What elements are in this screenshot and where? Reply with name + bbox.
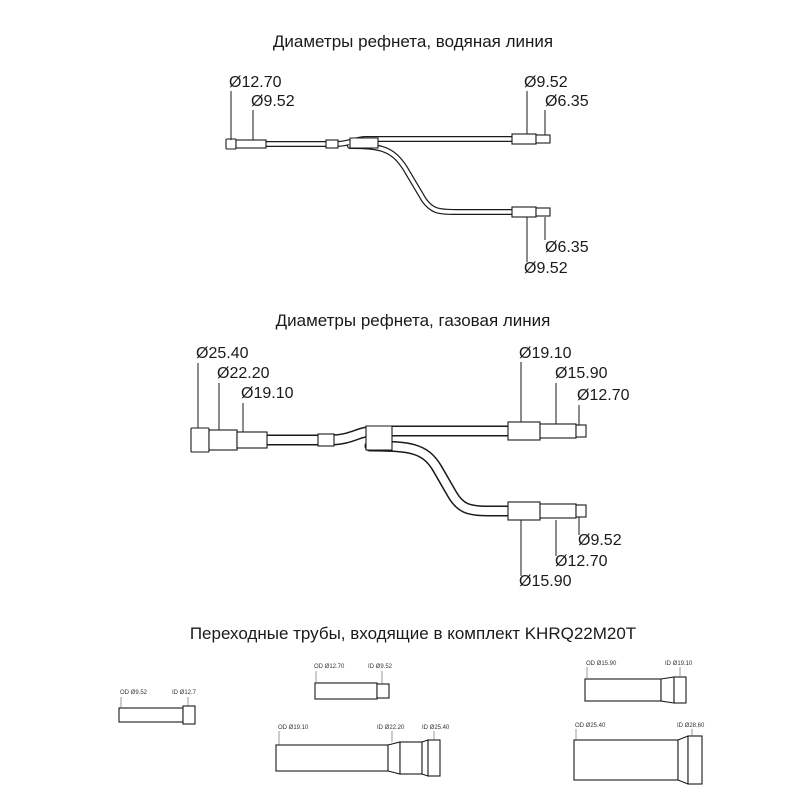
adapter-4-id: ID Ø22.20: [377, 725, 405, 731]
adapter-2-od: OD Ø12.70: [314, 664, 345, 670]
gas-lower-dia-c: Ø9.52: [578, 532, 622, 549]
gas-upper-dia-b: Ø15.90: [555, 365, 608, 382]
adapter-3-id: ID Ø19.10: [665, 661, 693, 667]
liquid-inlet-outer-dia: Ø12.70: [229, 74, 282, 91]
gas-inlet-dia-b: Ø22.20: [217, 365, 270, 382]
adapter-tube-2: OD Ø12.70 ID Ø9.52: [314, 664, 393, 700]
gas-lower-dia-a: Ø15.90: [519, 573, 572, 590]
gas-lower-dia-b: Ø12.70: [555, 553, 608, 570]
adapter-3-od: OD Ø15.90: [586, 661, 617, 667]
adapters-title: Переходные трубы, входящие в комплект KH…: [190, 624, 636, 643]
adapter-5-id: ID Ø28.60: [677, 723, 705, 729]
liquid-refnet-joint: [225, 133, 551, 218]
gas-line-title: Диаметры рефнета, газовая линия: [276, 311, 551, 330]
adapter-1-od: OD Ø9.52: [120, 690, 148, 696]
adapter-tube-4: OD Ø19.10 ID Ø22.20 ID Ø25.40: [275, 725, 450, 777]
adapter-tube-1: OD Ø9.52 ID Ø12.7: [118, 690, 197, 725]
adapter-5-od: OD Ø25.40: [575, 723, 606, 729]
adapter-2-id: ID Ø9.52: [368, 664, 393, 670]
liquid-lower-outer-dia: Ø9.52: [524, 260, 568, 277]
gas-inlet-dia-c: Ø19.10: [241, 385, 294, 402]
gas-upper-dia-a: Ø19.10: [519, 345, 572, 362]
adapter-4-id2: ID Ø25.40: [422, 725, 450, 731]
adapter-tube-5: OD Ø25.40 ID Ø28.60: [573, 723, 705, 785]
liquid-line-title: Диаметры рефнета, водяная линия: [273, 32, 553, 51]
liquid-inlet-inner-dia: Ø9.52: [251, 93, 295, 110]
liquid-lower-inner-dia: Ø6.35: [545, 239, 589, 256]
liquid-upper-inner-dia: Ø6.35: [545, 93, 589, 110]
liquid-upper-outer-dia: Ø9.52: [524, 74, 568, 91]
adapter-4-od: OD Ø19.10: [278, 725, 309, 731]
adapter-1-id: ID Ø12.7: [172, 690, 197, 696]
gas-inlet-dia-a: Ø25.40: [196, 345, 249, 362]
adapter-tube-3: OD Ø15.90 ID Ø19.10: [584, 661, 693, 704]
gas-upper-dia-c: Ø12.70: [577, 387, 630, 404]
gas-refnet-joint: [190, 421, 587, 521]
